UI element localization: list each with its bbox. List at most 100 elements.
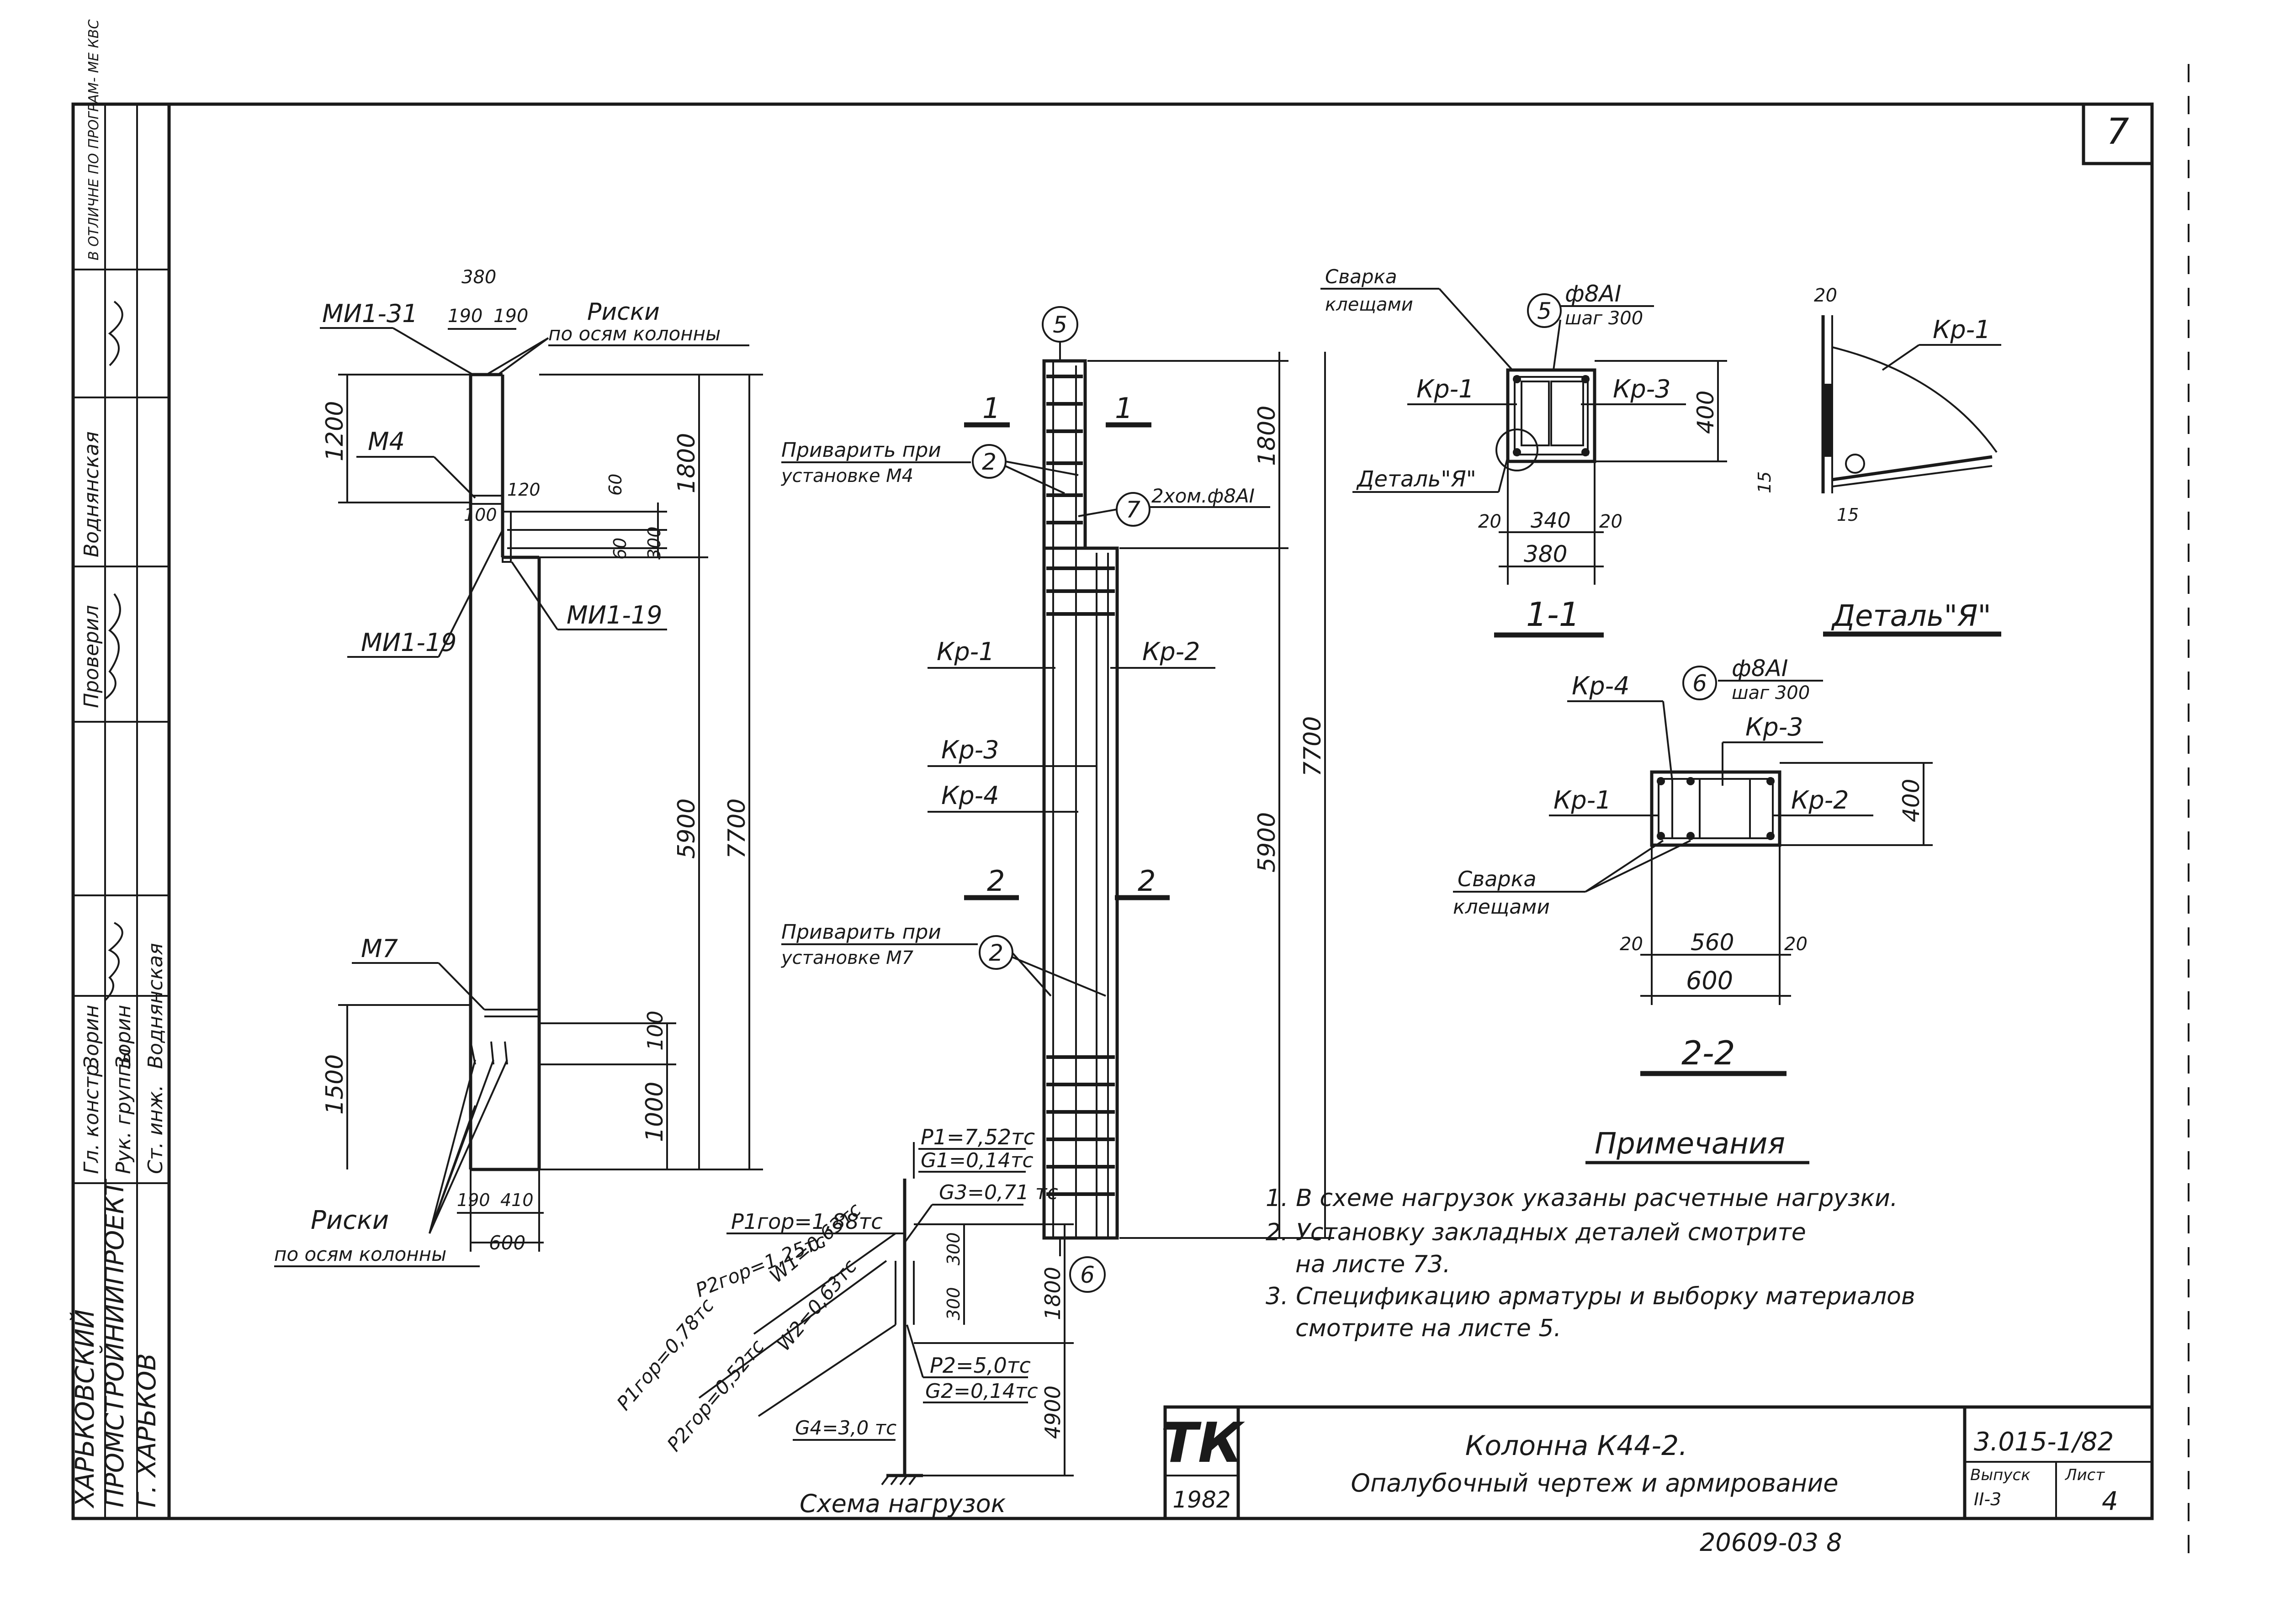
- axis-callout-6: [1069, 1256, 1106, 1293]
- stamp-role-1: Гл. констр.: [80, 1058, 103, 1174]
- sec22-dim-600: 600: [1686, 966, 1733, 995]
- note-2-line2: на листе 73.: [1295, 1251, 1451, 1278]
- title-year: 1982: [1172, 1486, 1230, 1513]
- plate-m4: [470, 495, 504, 505]
- load-g1: G1=0,14тс: [921, 1149, 1034, 1172]
- load-scheme-title: Схема нагрузок: [800, 1489, 1006, 1518]
- sec11-weld2: клещами: [1325, 294, 1413, 315]
- note-3-line2: смотрите на листе 5.: [1295, 1315, 1561, 1342]
- stamp-org-line2: ПРОМСТРОЙНИИПРОЕКТ: [100, 1179, 130, 1508]
- stamp-role-3: Ст. инж.: [144, 1085, 167, 1174]
- title-line-1: Колонна К44-2.: [1465, 1430, 1688, 1462]
- section-2-2-title: 2-2: [1681, 1034, 1735, 1072]
- sec22-callout-6: [1682, 666, 1717, 700]
- load-p2: P2=5,0тс: [930, 1353, 1031, 1378]
- stamp-name-3: Воднянская: [144, 943, 167, 1069]
- sec22-weld2: клещами: [1453, 895, 1550, 919]
- load-scheme: P1=7,52тс G1=0,14тс G3=0,71 тс P1гор=1,8…: [612, 1125, 1074, 1518]
- dim-60-b: 60: [610, 538, 630, 560]
- section-2-right: 2: [1138, 864, 1156, 898]
- title-issue-value: II-3: [1974, 1489, 2001, 1509]
- stamp-org-line1: ХАРЬКОВСКИЙ: [70, 1309, 100, 1509]
- detail-ya-kr1: Кр-1: [1933, 315, 1990, 344]
- label-riski-top: Риски: [587, 298, 660, 326]
- section-1-1-title: 1-1: [1526, 595, 1580, 634]
- weld-note-m4-line2: установке М4: [781, 466, 913, 487]
- stamp-check-label: Проверил: [80, 605, 103, 708]
- weld-note-m7-line2: установке М7: [781, 947, 914, 968]
- label-mi1-19-left: МИ1-19: [361, 628, 457, 657]
- dim-5900-formwork: 5900: [673, 799, 700, 859]
- dim-1000: 1000: [641, 1082, 668, 1142]
- sec22-dim-20b: 20: [1784, 934, 1808, 955]
- title-sheet-label: Лист: [2064, 1466, 2105, 1484]
- title-line-2: Опалубочный чертеж и армирование: [1351, 1469, 1838, 1497]
- callout-2-top-label: 2: [982, 449, 997, 475]
- sec22-dim-400: 400: [1898, 779, 1924, 822]
- dim-300-load-a: 300: [944, 1232, 964, 1265]
- reinf-column-head: [1042, 359, 1087, 550]
- sec11-bar: ф8АI: [1565, 280, 1622, 307]
- sec22-kr2: Кр-2: [1791, 786, 1849, 815]
- detail-ya-dim-20: 20: [1814, 285, 1837, 306]
- reinf-column-shaft: [1042, 546, 1119, 1240]
- dim-7700-formwork: 7700: [723, 799, 751, 859]
- sec22-kr4: Кр-4: [1572, 672, 1629, 700]
- sec11-dim-380: 380: [1524, 541, 1567, 567]
- title-issue-label: Выпуск: [1970, 1466, 2030, 1484]
- sec22-dim-560: 560: [1691, 929, 1734, 956]
- stamp-note-top: В ОТЛИЧНЕ ПО ПРОГРАМ- МЕ КВС: [86, 20, 102, 260]
- clamp-text: 2хом.ф8АI: [1151, 485, 1255, 507]
- sec22-kr3: Кр-3: [1745, 713, 1803, 741]
- weld-note-m4-line1: Приварить при: [781, 439, 941, 462]
- signature-3: [108, 301, 123, 366]
- formwork-view: МИ1-31 Риски по осям колонны 380 190 190…: [274, 267, 763, 1267]
- label-riski-bottom-2: по осям колонны: [274, 1243, 446, 1265]
- sec11-kr3: Кр-3: [1613, 375, 1670, 403]
- kr4-label: Кр-4: [941, 781, 999, 810]
- page-number-box: [2082, 102, 2154, 165]
- signature-1: [104, 593, 121, 700]
- axis-5-label: 5: [1053, 312, 1067, 338]
- dim-190-bottom: 190: [457, 1190, 490, 1210]
- dim-300-load-b: 300: [944, 1287, 964, 1320]
- label-riski-bottom: Риски: [311, 1206, 389, 1235]
- sec11-weld: Сварка: [1325, 265, 1397, 288]
- label-mi1-31: МИ1-31: [322, 299, 418, 328]
- dim-100-b: 100: [643, 1010, 668, 1051]
- callout-7-label: 7: [1126, 497, 1140, 523]
- dim-1800-load: 1800: [1040, 1267, 1065, 1320]
- plate-mi1-19: [502, 511, 512, 563]
- section-1-left: 1: [982, 391, 1000, 425]
- section-2-2-outline: [1650, 770, 1781, 847]
- stamp-org-line3: Г. ХАРЬКОВ: [132, 1353, 162, 1508]
- detail-ya: 20 Кр-1 15 15 Деталь"Я": [1755, 285, 2001, 637]
- dim-1800-formwork: 1800: [673, 433, 700, 493]
- sec11-dim-20b: 20: [1599, 511, 1622, 532]
- label-m7: М7: [361, 934, 398, 963]
- sec11-dim-340: 340: [1531, 508, 1571, 533]
- side-stamp: ХАРЬКОВСКИЙ ПРОМСТРОЙНИИПРОЕКТ Г. ХАРЬКО…: [70, 20, 169, 1518]
- dim-1800-reinf: 1800: [1253, 406, 1281, 466]
- title-block: ТК 1982 Колонна К44-2. Опалубочный черте…: [1161, 1405, 2154, 1557]
- dim-1200: 1200: [321, 401, 349, 461]
- tk-logo: ТК: [1161, 1412, 1245, 1475]
- detail-ya-title: Деталь"Я": [1831, 599, 1991, 633]
- sec11-dim-400: 400: [1692, 391, 1719, 434]
- sec11-detail: Деталь"Я": [1356, 466, 1476, 492]
- title-series: 3.015-1/82: [1974, 1427, 2114, 1457]
- reinforcement-view: 5 6 1 1 2 2 Приварить при: [781, 306, 1334, 1293]
- label-m4: М4: [368, 427, 405, 456]
- sec11-callout-5: [1527, 293, 1562, 328]
- load-g3: G3=0,71 тс: [939, 1181, 1058, 1204]
- dim-1500: 1500: [321, 1054, 349, 1115]
- kr1-label: Кр-1: [937, 637, 994, 666]
- stamp-check-name: Воднянская: [80, 431, 103, 557]
- stamp-name-1: Зорин: [80, 1005, 103, 1069]
- sec11-kr1: Кр-1: [1416, 375, 1474, 403]
- sec22-step: шаг 300: [1732, 682, 1810, 704]
- label-riski-top-2: по осям колонны: [548, 323, 721, 345]
- axis-6-label: 6: [1080, 1262, 1095, 1288]
- dim-410: 410: [500, 1190, 534, 1210]
- kr2-label: Кр-2: [1142, 637, 1200, 666]
